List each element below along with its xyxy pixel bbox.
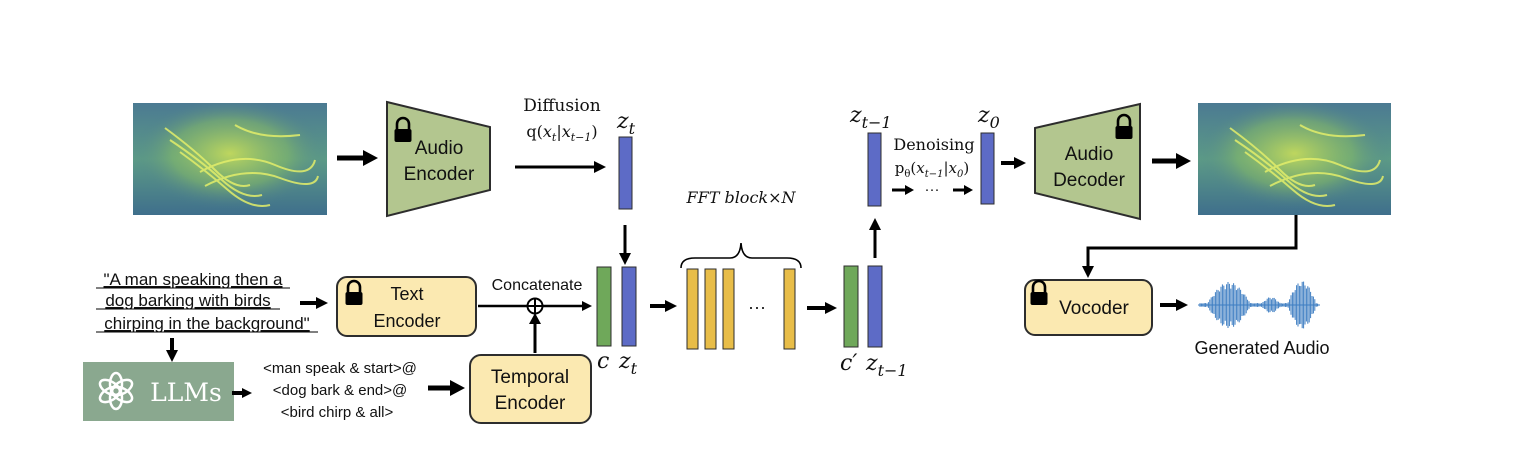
latent-z-t-bottom (621, 266, 637, 347)
z-t-top-label: zt (616, 109, 636, 138)
audio-encoder-label-line2: Encoder (404, 164, 475, 185)
arrows-denoising: ··· (892, 181, 973, 198)
arrow-zt-down (619, 225, 631, 265)
arrow-up-to-z-t-minus-1 (869, 218, 881, 258)
llms-label: LLMs (150, 378, 222, 407)
z-t-minus-1-bottom-label: zt−1 (865, 351, 908, 380)
latent-z-t-minus-1-bottom (867, 265, 883, 348)
arrow-vocoder-to-audio (1160, 299, 1188, 311)
timestamp-line-1: <man speak & start>@ (263, 360, 417, 377)
audio-encoder-label-line1: Audio (415, 138, 464, 159)
fft-block (686, 268, 699, 350)
z-t-bottom-label: zt (618, 349, 638, 378)
arrow-spec-to-vocoder (1082, 215, 1298, 278)
condition-c-prime-bar (843, 265, 859, 348)
text-encoder-label-line1: Text (390, 284, 423, 304)
timestamp-line-3: <bird chirp & all> (281, 404, 394, 421)
fft-block (704, 268, 717, 350)
z-0-label: z0 (977, 103, 1000, 132)
diffusion-formula: q(xt|xt−1) (526, 122, 597, 144)
fft-block (783, 268, 796, 350)
arrow-timestamps-to-temporal (428, 380, 465, 396)
audio-decoder: Audio Decoder (1034, 102, 1141, 221)
diffusion-label: Diffusion (523, 96, 600, 116)
latent-z-0 (980, 132, 995, 205)
openai-icon (98, 371, 134, 411)
arrow-caption-to-llms (166, 338, 178, 362)
generated-audio-waveform (1198, 281, 1320, 329)
text-encoder: Text Encoder (336, 276, 477, 337)
fft-brace (680, 242, 802, 269)
arrow-fft-out (807, 302, 837, 314)
fft-blocks: ··· (686, 268, 796, 350)
text-encoder-label-line2: Encoder (373, 311, 440, 331)
text-caption: "A man speaking then a dog barking with … (96, 270, 318, 333)
z-t-minus-1-top-label: zt−1 (849, 103, 892, 132)
arrow-caption-to-text-encoder (300, 297, 328, 309)
audio-decoder-label-line1: Audio (1065, 144, 1114, 165)
arrow-spec-to-encoder (337, 150, 378, 166)
input-spectrogram (133, 103, 327, 215)
fft-block-label: FFT block×N (685, 188, 796, 207)
llms-box: LLMs (83, 362, 234, 421)
fft-block (722, 268, 735, 350)
arrow-decoder-to-spec (1152, 153, 1191, 169)
arrow-concat-to-c (543, 301, 592, 311)
output-spectrogram (1198, 103, 1391, 215)
arrow-to-fft (650, 300, 677, 312)
timestamp-line-2: <dog bark & end>@ (273, 382, 408, 399)
caption-line-3: chirping in the background" (104, 314, 309, 333)
audio-decoder-label-line2: Decoder (1053, 170, 1125, 191)
arrow-diffusion (515, 161, 606, 173)
caption-line-2: dog barking with birds (105, 291, 270, 310)
arrow-temporal-to-concat (529, 313, 541, 353)
denoising-ellipsis: ··· (925, 181, 940, 198)
generated-audio-label: Generated Audio (1194, 338, 1329, 358)
concat-operator (526, 297, 544, 315)
latent-z-t-top (618, 136, 633, 210)
temporal-encoder-label-line2: Encoder (495, 393, 566, 414)
temporal-encoder-label-line1: Temporal (491, 367, 569, 388)
latent-z-t-minus-1-top (867, 132, 882, 207)
temporal-encoder: Temporal Encoder (469, 354, 592, 424)
c-prime-label: c′ (840, 351, 857, 376)
caption-line-1: "A man speaking then a (104, 270, 284, 289)
arrow-llms-to-timestamps (232, 388, 252, 398)
concatenate-label: Concatenate (492, 277, 583, 294)
c-label: c (597, 349, 609, 374)
audio-encoder: Audio Encoder (386, 100, 491, 218)
arrow-z0-to-decoder (1001, 157, 1026, 169)
fft-ellipsis: ··· (748, 297, 766, 317)
vocoder-label: Vocoder (1059, 298, 1129, 319)
denoising-label: Denoising (893, 135, 974, 154)
vocoder: Vocoder (1024, 279, 1153, 336)
condition-c-bar (596, 266, 612, 347)
denoising-formula: pθ(xt−1|x0) (895, 159, 970, 180)
